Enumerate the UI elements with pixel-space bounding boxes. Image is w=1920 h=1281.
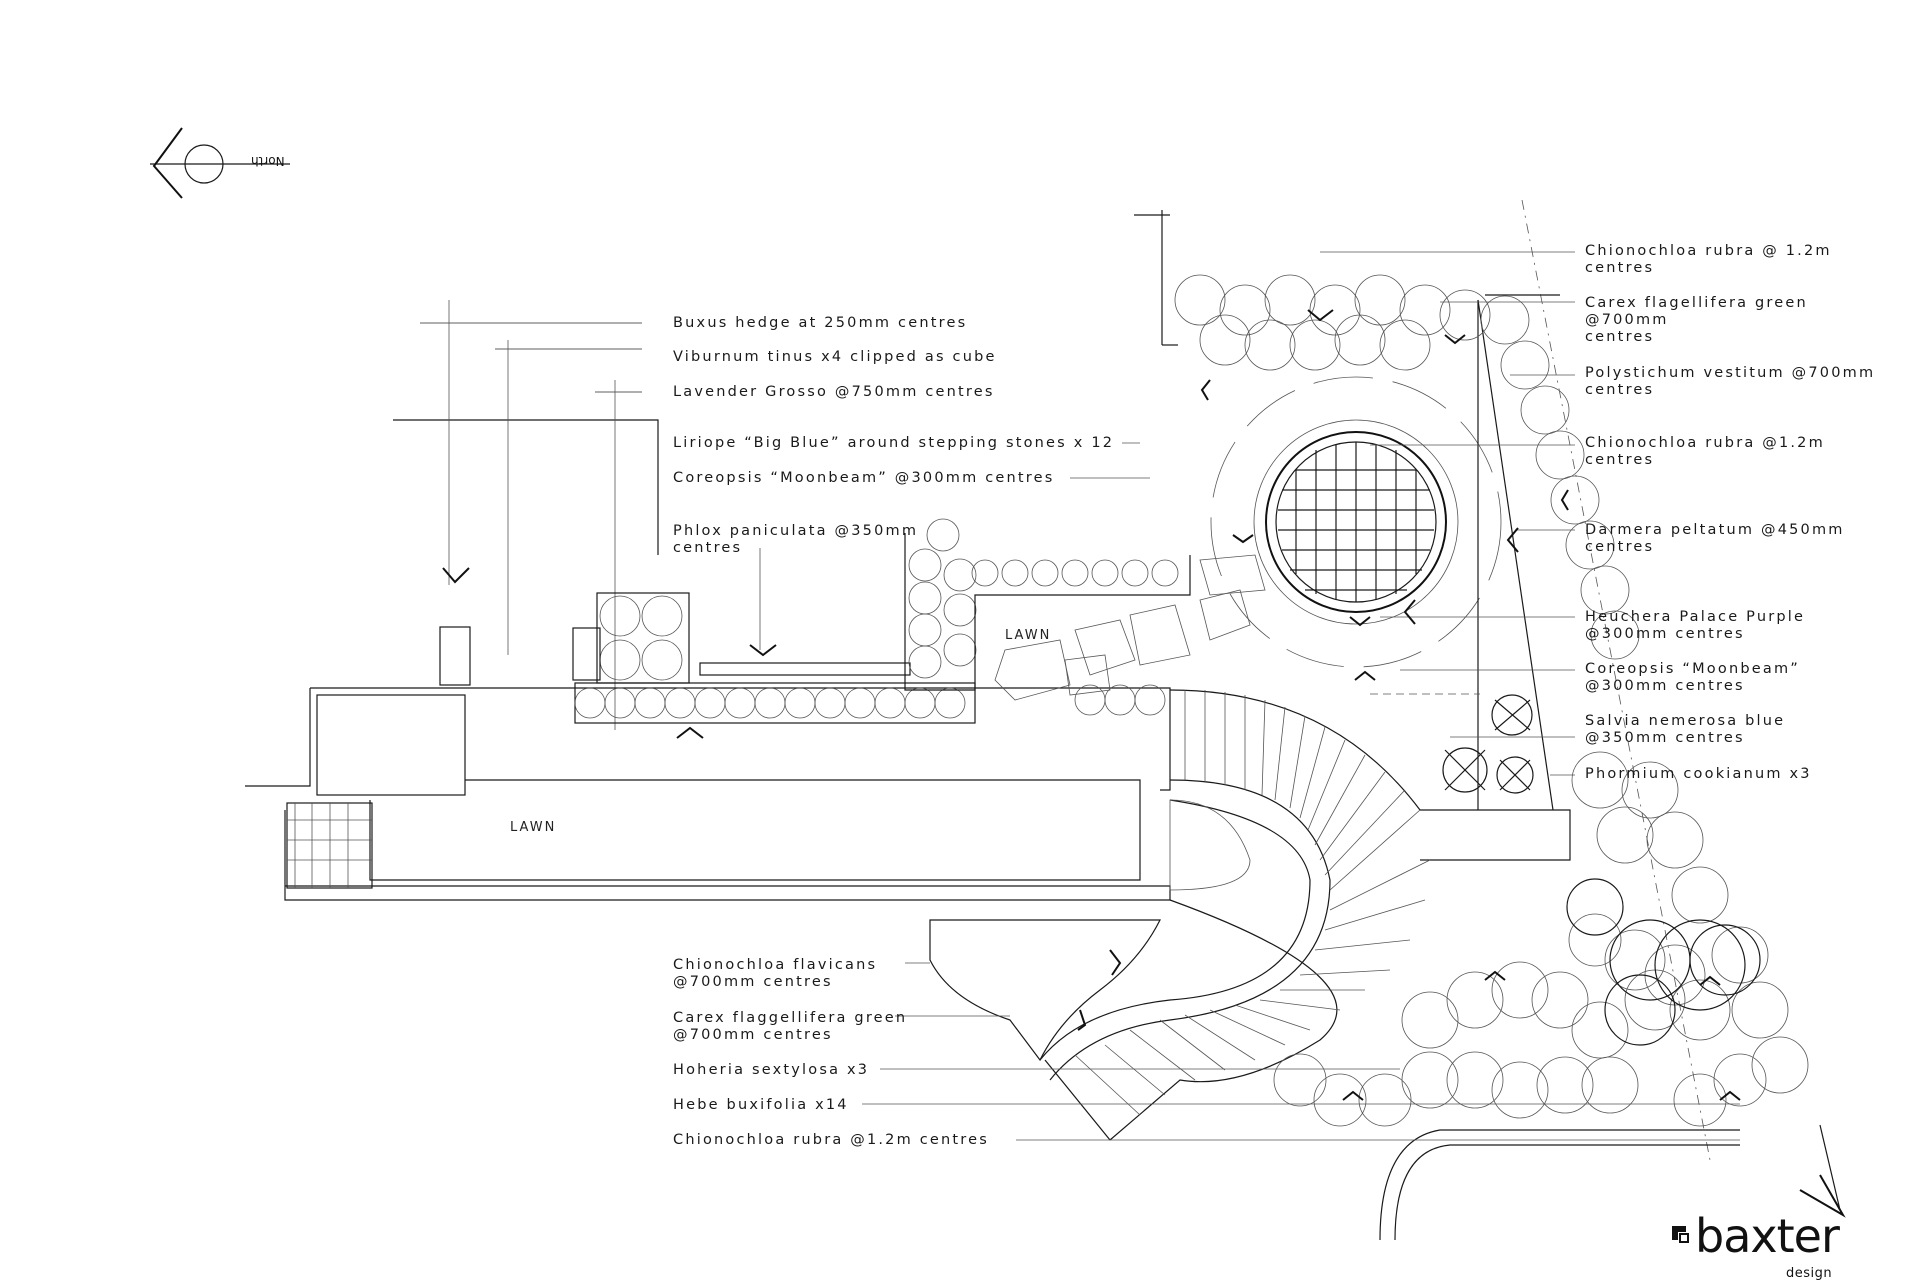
leader-lines-left [420, 322, 1740, 1141]
label-coreopsis-left: Coreopsis “Moonbeam” @300mm centres [673, 470, 1055, 486]
label-lavender: Lavender Grosso @750mm centres [673, 384, 995, 400]
section-markers [442, 309, 1741, 1101]
baxter-logo-mark-icon [1672, 1226, 1689, 1243]
label-darmera: Darmera peltatum @450mm centres [1585, 522, 1845, 555]
label-chionochloa-rubra-1: Chionochloa rubra @ 1.2m centres [1585, 243, 1832, 276]
label-phlox: Phlox paniculata @350mm centres [673, 523, 919, 556]
label-phormium: Phormium cookianum x3 [1585, 766, 1812, 782]
label-carex-left: Carex flaggellifera green @700mm centres [673, 1010, 908, 1043]
label-hoheria: Hoheria sextylosa x3 [673, 1062, 870, 1078]
brand-name: baxter [1695, 1209, 1840, 1263]
buxus-hedge-row [439, 518, 1191, 724]
planting-clusters [1174, 274, 1809, 1127]
label-chionochloa-rubra-left: Chionochloa rubra @1.2m centres [673, 1132, 990, 1148]
baxter-logo: baxter design [1665, 1210, 1875, 1281]
lawn-label-upper: LAWN [1005, 628, 1052, 643]
curved-steps [1039, 689, 1571, 1141]
label-viburnum: Viburnum tinus x4 clipped as cube [673, 349, 997, 365]
label-chionochloa-flavicans: Chionochloa flavicans @700mm centres [673, 957, 878, 990]
label-chionochloa-rubra-2: Chionochloa rubra @1.2m centres [1585, 435, 1825, 468]
label-carex-right: Carex flagellifera green @700mm centres [1585, 295, 1808, 345]
stepping-stones [994, 554, 1266, 701]
label-heuchera: Heuchera Palace Purple @300mm centres [1585, 609, 1806, 642]
north-arrow-icon [150, 127, 290, 199]
site-boundary [1379, 199, 1846, 1241]
label-salvia: Salvia nemerosa blue @350mm centres [1585, 713, 1786, 746]
circular-grid-feature [1210, 376, 1502, 668]
lower-lawn-area [245, 687, 1171, 901]
lawn-label-lower: LAWN [510, 820, 557, 835]
brand-sub: design [1786, 1266, 1833, 1281]
phormium-icons [1442, 694, 1534, 794]
label-coreopsis-right: Coreopsis “Moonbeam” @300mm centres [1585, 661, 1800, 694]
label-buxus-hedge: Buxus hedge at 250mm centres [673, 315, 968, 331]
label-hebe: Hebe buxifolia x14 [673, 1097, 849, 1113]
label-polystichum: Polystichum vestitum @700mm centres [1585, 365, 1876, 398]
leader-lines-right [1320, 251, 1575, 776]
label-liriope: Liriope “Big Blue” around stepping stone… [673, 435, 1115, 451]
lower-planting-bed [929, 799, 1251, 1062]
north-label: North [251, 154, 285, 168]
specimen-trees [1566, 878, 1761, 1046]
